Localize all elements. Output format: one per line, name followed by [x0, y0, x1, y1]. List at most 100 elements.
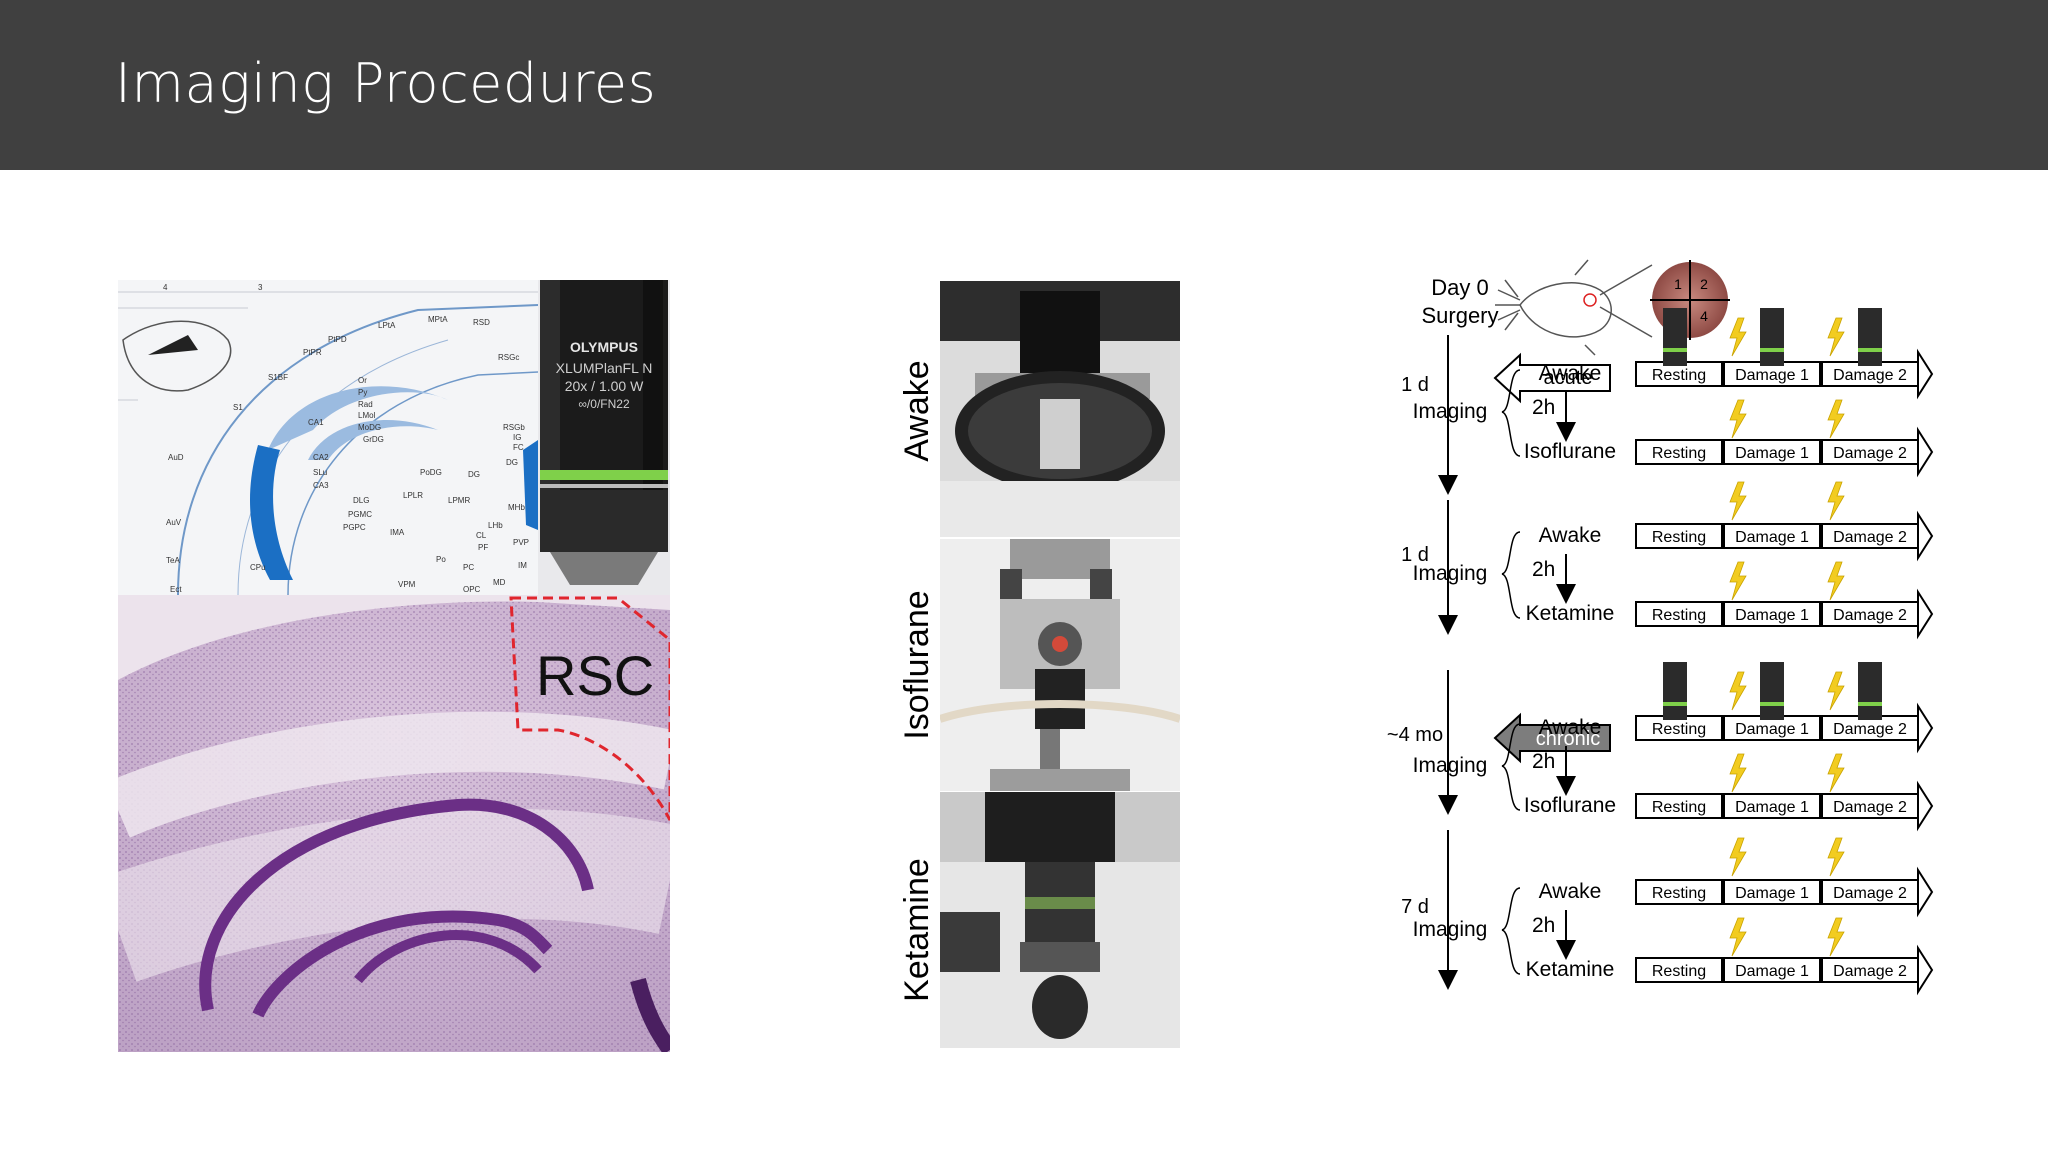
atlas-label: FC — [513, 443, 524, 452]
timeline-diagram: Day 0 Surgery 1 2 3 4 acute chronic 1 d1… — [1360, 245, 1950, 1065]
objective-ring — [1760, 348, 1784, 352]
atlas-label: Po — [436, 555, 446, 564]
lightning-icon — [1729, 753, 1747, 793]
acute-label: acute — [1544, 367, 1593, 389]
stage-label: Damage 1 — [1735, 607, 1809, 624]
lightning-icon — [1729, 481, 1747, 521]
imaging-label: Imaging — [1413, 400, 1488, 423]
brace — [1501, 723, 1521, 811]
atlas-label: SLu — [313, 468, 327, 477]
objective-ring — [1858, 348, 1882, 352]
atlas-label: MoDG — [358, 423, 381, 432]
label-awake: Awake — [898, 360, 936, 462]
atlas-label: Rad — [358, 400, 373, 409]
stage-label: Damage 1 — [1735, 799, 1809, 816]
lightning-icon — [1827, 671, 1845, 711]
stage-label: Damage 2 — [1833, 607, 1907, 624]
atlas-label: MHb — [508, 503, 525, 512]
stage-label: Resting — [1652, 367, 1706, 384]
imaging-label: Imaging — [1413, 918, 1488, 941]
atlas-label: CPu — [250, 563, 266, 572]
atlas-label: OPC — [463, 585, 481, 594]
rsc-label: RSC — [536, 644, 654, 707]
session-bottom-label: Isoflurane — [1524, 440, 1616, 463]
atlas-label: IM — [518, 561, 527, 570]
atlas-label: IG — [513, 433, 521, 442]
objective-icon — [1858, 308, 1882, 366]
atlas-label: PF — [478, 543, 488, 552]
lightning-icon — [1729, 837, 1747, 877]
session-top-label: Awake — [1539, 362, 1602, 385]
acute-arrow — [1493, 352, 1611, 404]
stage-box — [1635, 523, 1723, 549]
stage-label: Damage 2 — [1833, 799, 1907, 816]
atlas-label: CA1 — [308, 418, 324, 427]
photo-isoflurane — [940, 539, 1180, 791]
stage-label: Damage 2 — [1833, 963, 1907, 980]
atlas-label: IMA — [390, 528, 405, 537]
objective-ring — [1760, 702, 1784, 706]
atlas-label: DLG — [353, 496, 369, 505]
lightning-icon — [1827, 837, 1845, 877]
atlas-label: PtPR — [303, 348, 322, 357]
atlas-label: LPMR — [448, 496, 470, 505]
stage-label: Damage 2 — [1833, 721, 1907, 738]
atlas-label: AuV — [166, 518, 182, 527]
objective-spec: 20x / 1.00 W — [565, 378, 644, 394]
objective-icon — [1663, 308, 1687, 366]
imaging-label: Imaging — [1413, 754, 1488, 777]
surgery-label: Surgery — [1421, 303, 1498, 328]
stage-label: Damage 2 — [1833, 445, 1907, 462]
stage-label: Damage 1 — [1735, 963, 1809, 980]
atlas-label: DG — [506, 458, 518, 467]
photo-awake — [940, 281, 1180, 537]
stage-label: Damage 2 — [1833, 885, 1907, 902]
stage-label: Damage 1 — [1735, 721, 1809, 738]
lightning-icon — [1729, 399, 1747, 439]
stage-box — [1723, 793, 1821, 819]
stage-box — [1635, 957, 1723, 983]
lightning-icon — [1827, 317, 1845, 357]
stage-box — [1821, 793, 1919, 819]
atlas-label: MPtA — [428, 315, 448, 324]
objective-icon — [1760, 662, 1784, 720]
atlas-label: Py — [358, 388, 367, 397]
stage-label: Resting — [1652, 607, 1706, 624]
session-interval-label: 2h — [1532, 558, 1555, 581]
stage-label: Resting — [1652, 529, 1706, 546]
day0-label: Day 0 — [1431, 275, 1488, 300]
lightning-icon — [1729, 561, 1747, 601]
atlas-label: S1 — [233, 403, 243, 412]
label-isoflurane: Isoflurane — [898, 590, 936, 740]
label-ketamine: Ketamine — [898, 858, 936, 1002]
objective-icon — [1858, 662, 1882, 720]
ruler-number: 3 — [258, 283, 263, 292]
lightning-icon — [1729, 671, 1747, 711]
interval-label: 7 d — [1401, 896, 1429, 918]
objective-ring — [1663, 702, 1687, 706]
session-bottom-label: Ketamine — [1526, 602, 1615, 625]
stage-box — [1821, 523, 1919, 549]
objective-ring — [1858, 702, 1882, 706]
interval-label: ~4 mo — [1387, 724, 1443, 746]
atlas-label: PGMC — [348, 510, 372, 519]
atlas-label: PC — [463, 563, 474, 572]
mouse-head-icon — [1495, 259, 1653, 356]
stage-label: Damage 1 — [1735, 885, 1809, 902]
stage-box — [1723, 601, 1821, 627]
atlas-label: PVP — [513, 538, 529, 547]
atlas-label: RSGb — [503, 423, 525, 432]
ruler-number: 4 — [163, 283, 168, 292]
stage-box — [1635, 793, 1723, 819]
photo-ketamine — [940, 792, 1180, 1048]
slide-title: Imaging Procedures — [115, 52, 657, 115]
chronic-arrow — [1493, 712, 1611, 764]
stage-box — [1723, 957, 1821, 983]
